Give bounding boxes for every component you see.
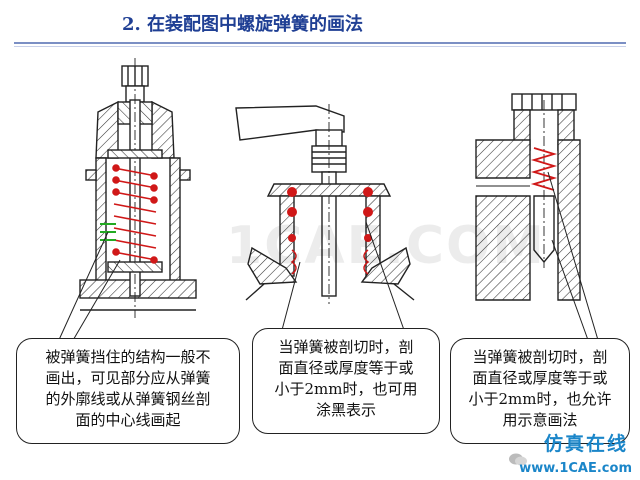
caption-right: 当弹簧被剖切时，剖 面直径或厚度等于或 小于2mm时，也允许 用示意画法 (450, 338, 630, 444)
caption-middle-line-1: 当弹簧被剖切时，剖 (278, 338, 414, 356)
caption-left-line-4: 面的中心线画起 (75, 411, 181, 429)
caption-right-line-3: 小于2mm时，也允许 (468, 390, 612, 408)
caption-right-line-2: 面直径或厚度等于或 (472, 369, 608, 387)
page-title: 2. 在装配图中螺旋弹簧的画法 (122, 14, 364, 35)
chat-bubble-icon (509, 453, 527, 466)
middle-valve-drawing (235, 104, 415, 331)
caption-left-line-2: 画出，可见部分应从弹簧 (45, 369, 211, 387)
right-valve-drawing (475, 93, 599, 341)
caption-middle: 当弹簧被剖切时，剖 面直径或厚度等于或 小于2mm时，也可用 涂黑表示 (252, 328, 440, 434)
caption-left-line-1: 被弹簧挡住的结构一般不 (45, 348, 211, 366)
caption-left: 被弹簧挡住的结构一般不 画出，可见部分应从弹簧 的外廓线或从弹簧钢丝剖 面的中心… (16, 338, 240, 444)
center-watermark: 1CAE.COM (226, 216, 546, 276)
left-valve-drawing (57, 58, 197, 343)
caption-right-line-4: 用示意画法 (502, 411, 578, 429)
brand-watermark: 仿真在线 (543, 433, 628, 455)
title-rule (14, 42, 626, 44)
title-rule-thin (14, 46, 626, 47)
caption-middle-line-4: 涂黑表示 (315, 401, 376, 419)
caption-middle-line-2: 面直径或厚度等于或 (278, 359, 414, 377)
caption-left-line-3: 的外廓线或从弹簧钢丝剖 (45, 390, 211, 408)
site-watermark: www.1CAE.com (519, 461, 632, 476)
caption-middle-line-3: 小于2mm时，也可用 (274, 380, 418, 398)
caption-right-line-1: 当弹簧被剖切时，剖 (472, 348, 608, 366)
